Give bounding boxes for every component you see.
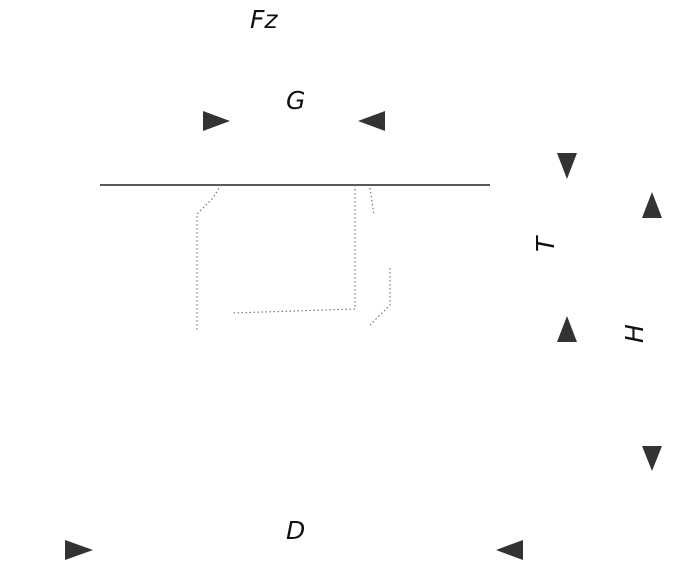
g-right-arrowhead (358, 111, 385, 131)
g-left-arrowhead (203, 111, 230, 131)
d-label: D (286, 516, 305, 545)
fz-label: Fz (250, 5, 278, 34)
d-right-arrowhead (496, 540, 523, 560)
t-bottom-arrowhead (557, 316, 577, 342)
h-top-arrowhead (642, 192, 662, 218)
g-label: G (286, 86, 305, 115)
inner-hidden-contour (232, 185, 356, 314)
t-label: T (531, 235, 560, 252)
lower-right-hidden-edge (369, 268, 391, 326)
upper-right-hidden-edge (369, 187, 375, 216)
d-left-arrowhead (65, 540, 93, 560)
h-bottom-arrowhead (642, 446, 662, 471)
h-label: H (620, 324, 649, 343)
left-hidden-edge (196, 184, 222, 331)
t-top-arrowhead (557, 153, 577, 179)
